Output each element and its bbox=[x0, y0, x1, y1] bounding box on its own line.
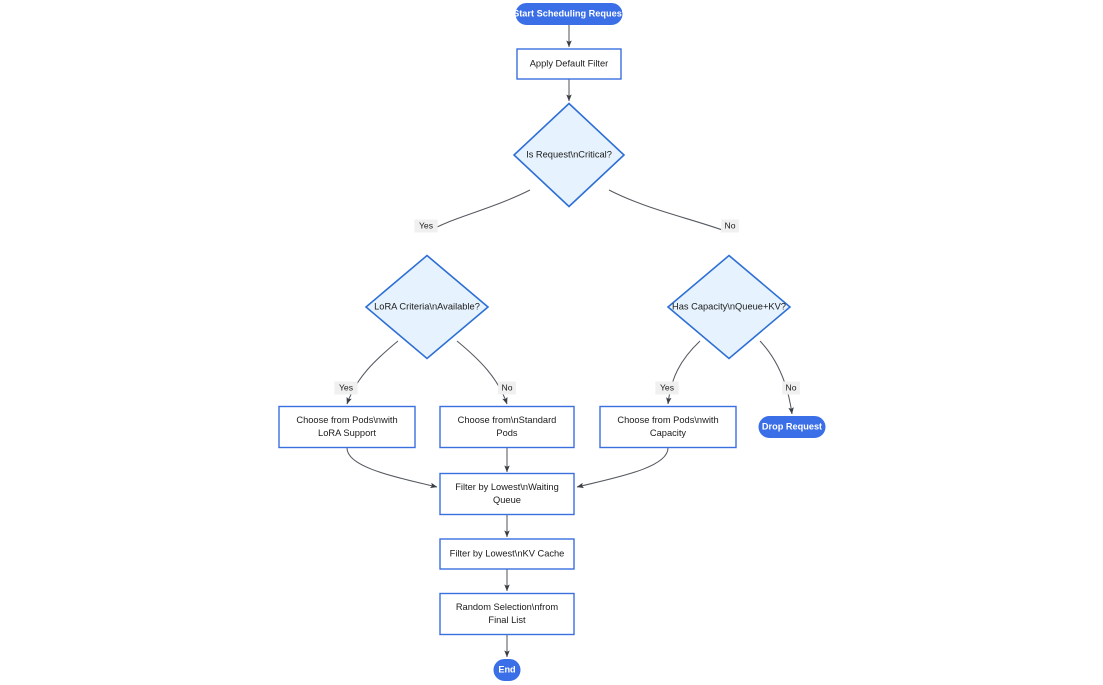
flow-edge bbox=[759, 340, 794, 415]
edge-label-text: Yes bbox=[419, 220, 433, 230]
edge-label-text: Yes bbox=[339, 382, 353, 392]
node-label-text: Filter by Lowest\nWaiting bbox=[455, 482, 559, 492]
edge-label-text: Yes bbox=[660, 382, 674, 392]
node-label-text: Random Selection\nfrom bbox=[456, 602, 559, 612]
node-label-text: End bbox=[498, 664, 515, 674]
node-shape-pill bbox=[758, 416, 826, 438]
edge-label-e7: Yes bbox=[655, 381, 679, 395]
node-label-text: Is Request\nCritical? bbox=[526, 149, 612, 159]
edge-label-background bbox=[334, 381, 358, 395]
flow-node-drop_request[interactable]: Drop Request bbox=[758, 416, 826, 438]
node-shape-rect bbox=[439, 472, 575, 516]
edge-label-background bbox=[498, 381, 516, 395]
node-shape-rect bbox=[599, 405, 737, 449]
node-shape-rect bbox=[278, 405, 416, 449]
flow-node-has_capacity_queue_kv[interactable]: Has Capacity\nQueue+KV? bbox=[666, 254, 792, 360]
flow-edge bbox=[576, 447, 669, 489]
flow-node-start[interactable]: Start Scheduling Request bbox=[513, 3, 625, 25]
node-shape-diamond bbox=[364, 254, 490, 360]
edge-label-e3: Yes bbox=[414, 219, 438, 233]
node-label-text: Choose from\nStandard bbox=[458, 415, 557, 425]
node-label-text: Choose from Pods\nwith bbox=[617, 415, 718, 425]
node-label-text: Choose from Pods\nwith bbox=[296, 415, 397, 425]
edge-label-background bbox=[782, 381, 800, 395]
node-shape-diamond bbox=[512, 102, 626, 208]
edge-label-background bbox=[414, 219, 438, 233]
flow-edge bbox=[346, 340, 399, 405]
node-shape-rect bbox=[439, 592, 575, 636]
node-label-text: LoRA Criteria\nAvailable? bbox=[374, 301, 480, 311]
node-label-text: Start Scheduling Request bbox=[513, 8, 625, 18]
node-label-text: Final List bbox=[488, 615, 526, 625]
edge-label-e5: Yes bbox=[334, 381, 358, 395]
edges-layer bbox=[346, 25, 794, 658]
edge-label-e6: No bbox=[498, 381, 516, 395]
node-label-text: Drop Request bbox=[762, 421, 822, 431]
edge-label-e8: No bbox=[782, 381, 800, 395]
node-shape-rect bbox=[439, 538, 575, 570]
node-label-text: Filter by Lowest\nKV Cache bbox=[450, 548, 565, 558]
node-shape-diamond bbox=[666, 254, 792, 360]
node-label-text: Has Capacity\nQueue+KV? bbox=[672, 301, 786, 311]
flow-node-filter_kv_cache[interactable]: Filter by Lowest\nKV Cache bbox=[439, 538, 575, 570]
edge-label-background bbox=[655, 381, 679, 395]
flow-node-lora_criteria_available[interactable]: LoRA Criteria\nAvailable? bbox=[364, 254, 490, 360]
node-label-text: Pods bbox=[496, 428, 518, 438]
flow-edge bbox=[346, 447, 438, 489]
node-label-text: Capacity bbox=[650, 428, 687, 438]
flow-node-is_request_critical[interactable]: Is Request\nCritical? bbox=[512, 102, 626, 208]
edge-label-text: No bbox=[725, 220, 736, 230]
edge-label-text: No bbox=[502, 382, 513, 392]
node-label-text: Apply Default Filter bbox=[530, 58, 609, 68]
node-label-text: LoRA Support bbox=[318, 428, 376, 438]
flow-node-apply_default_filter[interactable]: Apply Default Filter bbox=[516, 48, 622, 80]
flow-node-end[interactable]: End bbox=[493, 659, 521, 681]
edge-label-text: No bbox=[786, 382, 797, 392]
edge-label-e4: No bbox=[721, 219, 739, 233]
node-shape-rect bbox=[516, 48, 622, 80]
flow-edge bbox=[427, 189, 531, 233]
node-shape-pill bbox=[493, 659, 521, 681]
edge-label-background bbox=[721, 219, 739, 233]
node-shape-rect bbox=[439, 405, 575, 449]
flow-edge bbox=[666, 340, 701, 405]
node-shape-pill bbox=[515, 3, 623, 25]
flow-edge bbox=[456, 340, 508, 405]
flow-edge bbox=[608, 189, 729, 233]
node-label-text: Queue bbox=[493, 495, 521, 505]
